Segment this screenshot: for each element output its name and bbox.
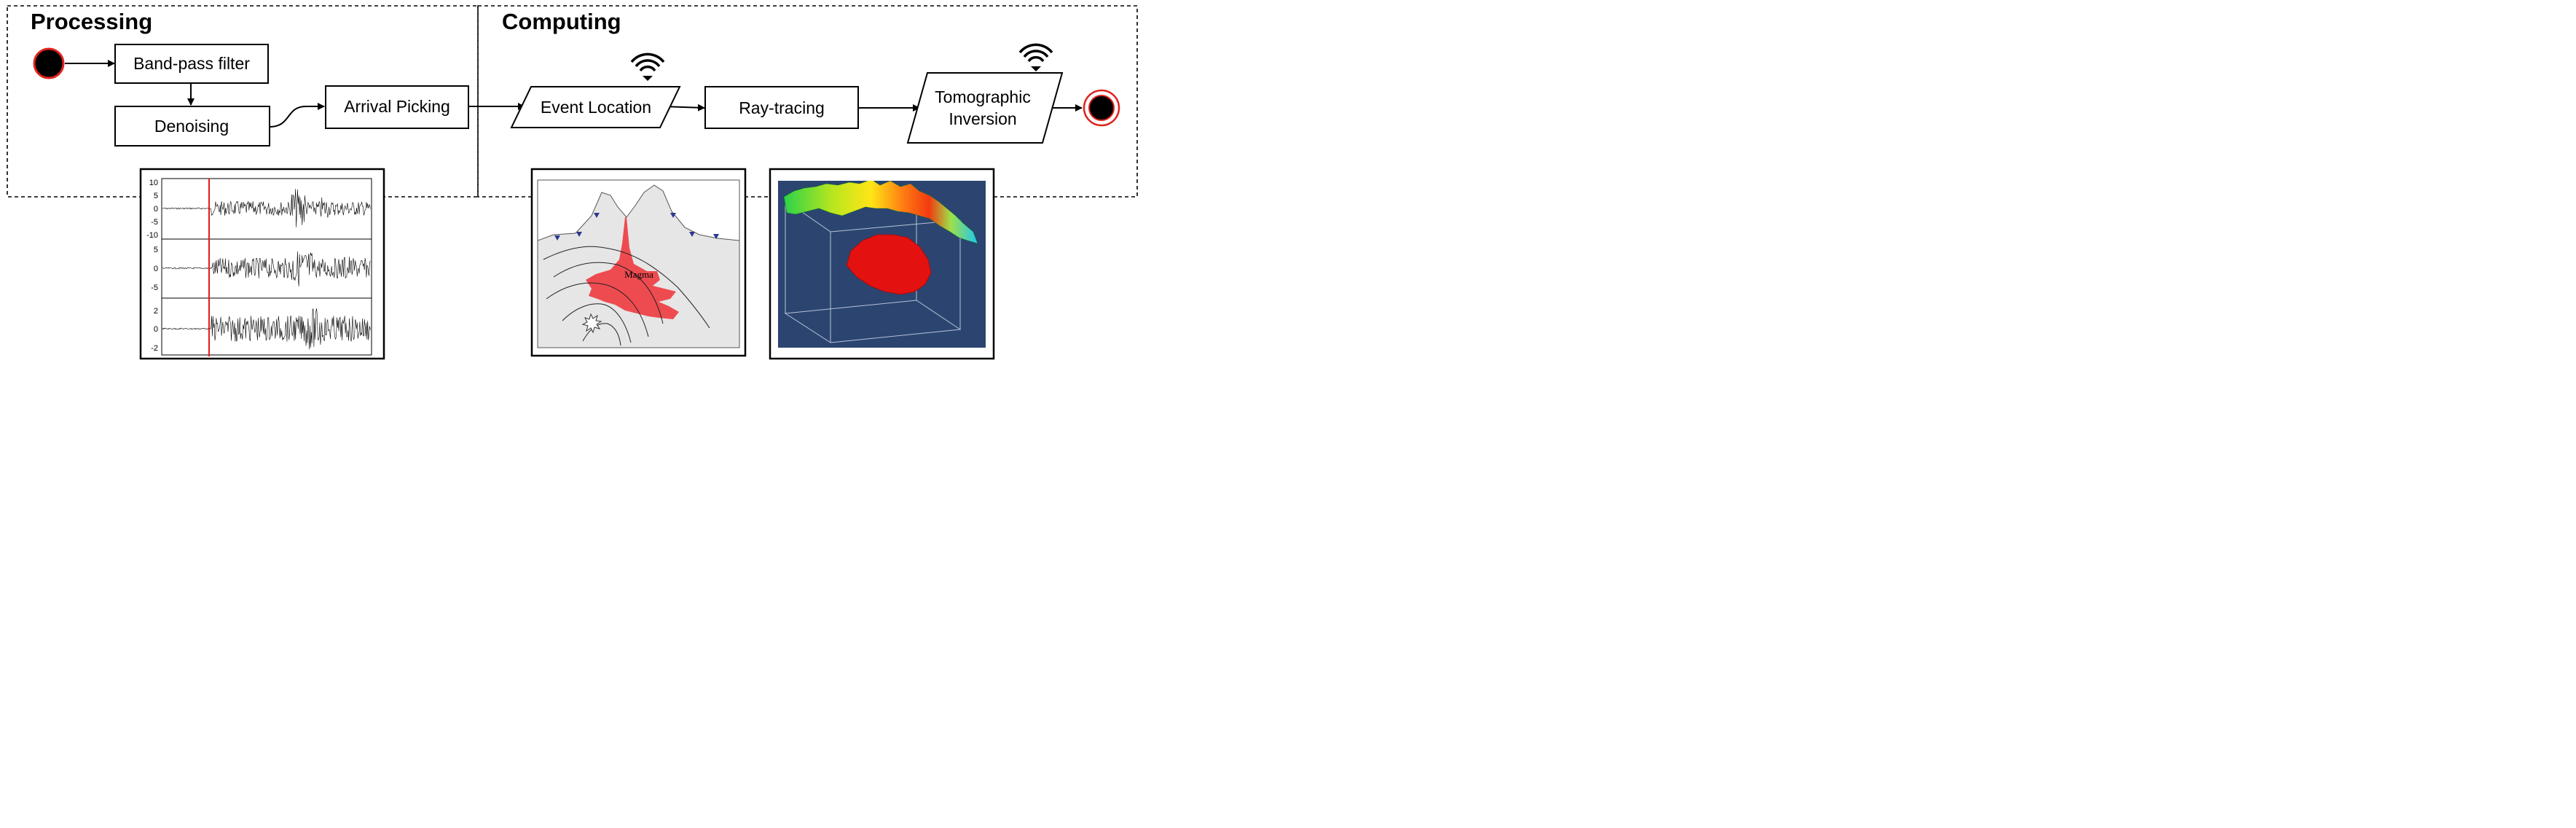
computing-group-frame — [477, 5, 1138, 198]
topography-surface — [783, 181, 978, 244]
edge-denoising-to-arrival — [269, 103, 325, 128]
computing-heading: Computing — [502, 9, 621, 34]
trace1-axis: 10 5 0 -5 -10 — [146, 179, 158, 240]
wireless-signal-icon — [1018, 43, 1053, 71]
trace2-axis: 5 0 -5 — [151, 246, 158, 292]
seismic-trace — [162, 251, 371, 286]
end-node-icon — [1083, 89, 1120, 127]
magma-label: Magma — [624, 269, 653, 280]
earthquake-source-icon — [581, 313, 602, 334]
seismic-trace — [162, 308, 371, 350]
tick-label: 2 — [154, 307, 158, 316]
tick-label: 5 — [154, 192, 158, 200]
arrival-picking-label: Arrival Picking — [344, 97, 450, 116]
tick-label: -5 — [151, 284, 158, 292]
tick-label: 0 — [154, 205, 158, 214]
crust-section — [538, 184, 739, 348]
event-location-label: Event Location — [541, 98, 651, 117]
tick-label: 10 — [149, 179, 158, 187]
workflow-diagram: Processing Computing Band-pass filter De… — [7, 5, 1138, 360]
tomography-3d-inset — [769, 168, 995, 360]
tick-label: 0 — [154, 325, 158, 334]
bandpass-filter-label: Band-pass filter — [133, 54, 250, 73]
event-location-node: Event Location — [510, 86, 681, 128]
station-markers — [554, 213, 719, 241]
tomographic-inversion-node: Tomographic Inversion — [906, 72, 1064, 144]
volcano-cross-section-inset: Magma — [530, 168, 747, 357]
denoising-node: Denoising — [114, 106, 270, 147]
magma-body — [586, 217, 679, 319]
processing-group-frame — [7, 5, 479, 198]
tick-label: -5 — [151, 218, 158, 227]
raytracing-node: Ray-tracing — [704, 86, 859, 129]
velocity-anomaly-body — [846, 234, 932, 295]
start-node-icon — [33, 47, 65, 79]
seismogram-inset: 10 5 0 -5 -10 5 0 -5 2 0 -2 — [139, 168, 385, 360]
tick-label: 0 — [154, 265, 158, 273]
seismic-trace — [162, 189, 371, 227]
denoising-label: Denoising — [154, 117, 229, 136]
bandpass-filter-node: Band-pass filter — [114, 44, 269, 84]
tick-label: -2 — [151, 344, 158, 353]
tomographic-label-line1: Tomographic — [935, 87, 1031, 106]
wireless-signal-icon — [630, 52, 665, 81]
raytracing-label: Ray-tracing — [739, 98, 825, 117]
processing-heading: Processing — [31, 9, 152, 34]
trace3-axis: 2 0 -2 — [151, 307, 158, 353]
tomographic-label-line2: Inversion — [949, 109, 1016, 128]
tick-label: 5 — [154, 246, 158, 254]
arrival-picking-node: Arrival Picking — [325, 85, 469, 129]
tick-label: -10 — [146, 231, 158, 240]
seismic-traces — [162, 189, 371, 350]
